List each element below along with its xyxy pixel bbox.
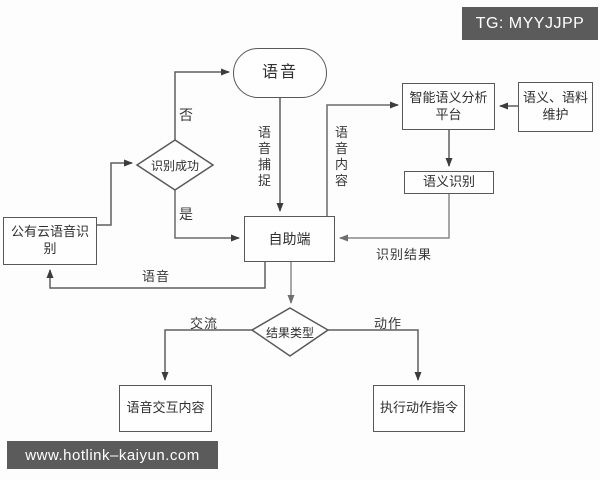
decision-recognition-success-shape — [135, 139, 215, 191]
decision-result-type-shape — [250, 307, 330, 357]
decision-recognition-success-label: 识别成功 — [150, 158, 199, 173]
edge-label-voice: 语音 — [142, 269, 171, 284]
node-public-cloud-asr: 公有云语音识别 — [3, 217, 97, 265]
edge-terminal-to-cloud-asr — [46, 262, 266, 289]
edge-label-communicate: 交流 — [190, 316, 219, 331]
decision-result-type-label: 结果类型 — [265, 325, 314, 340]
edge-label-no: 否 — [179, 107, 194, 123]
node-terminal: 自助端 — [244, 216, 335, 262]
edge-terminal-to-semantic-platform — [326, 101, 399, 216]
node-semantic-recognition: 语义识别 — [404, 171, 494, 194]
edge-result-type-to-voice-interaction — [161, 329, 252, 381]
edge-semantic-recognition-to-terminal — [339, 193, 450, 242]
node-voice-interaction: 语音交互内容 — [119, 385, 212, 432]
telegram-watermark-badge: TG: MYYJJPP — [462, 7, 598, 40]
edge-label-recognition-result: 识别结果 — [376, 247, 433, 262]
node-execute-action: 执行动作指令 — [373, 385, 465, 432]
edge-label-action: 动作 — [374, 316, 403, 331]
edge-label-voice-capture: 语音捕捉 — [257, 125, 271, 188]
edge-label-voice-content: 语音内容 — [334, 125, 348, 188]
node-voice: 语音 — [233, 48, 327, 98]
edge-recognition-success-to-terminal — [174, 190, 240, 242]
node-semantic-platform: 智能语义分析平台 — [402, 83, 495, 130]
node-corpus-maintenance: 语义、语料维护 — [518, 82, 593, 132]
edge-label-yes: 是 — [179, 206, 194, 222]
site-watermark-badge: www.hotlink–kaiyun.com — [7, 441, 218, 469]
edge-cloud-asr-to-recognition-success — [97, 159, 133, 226]
edge-recognition-success-to-voice — [174, 68, 230, 140]
edge-result-type-to-execute-action — [328, 329, 422, 381]
